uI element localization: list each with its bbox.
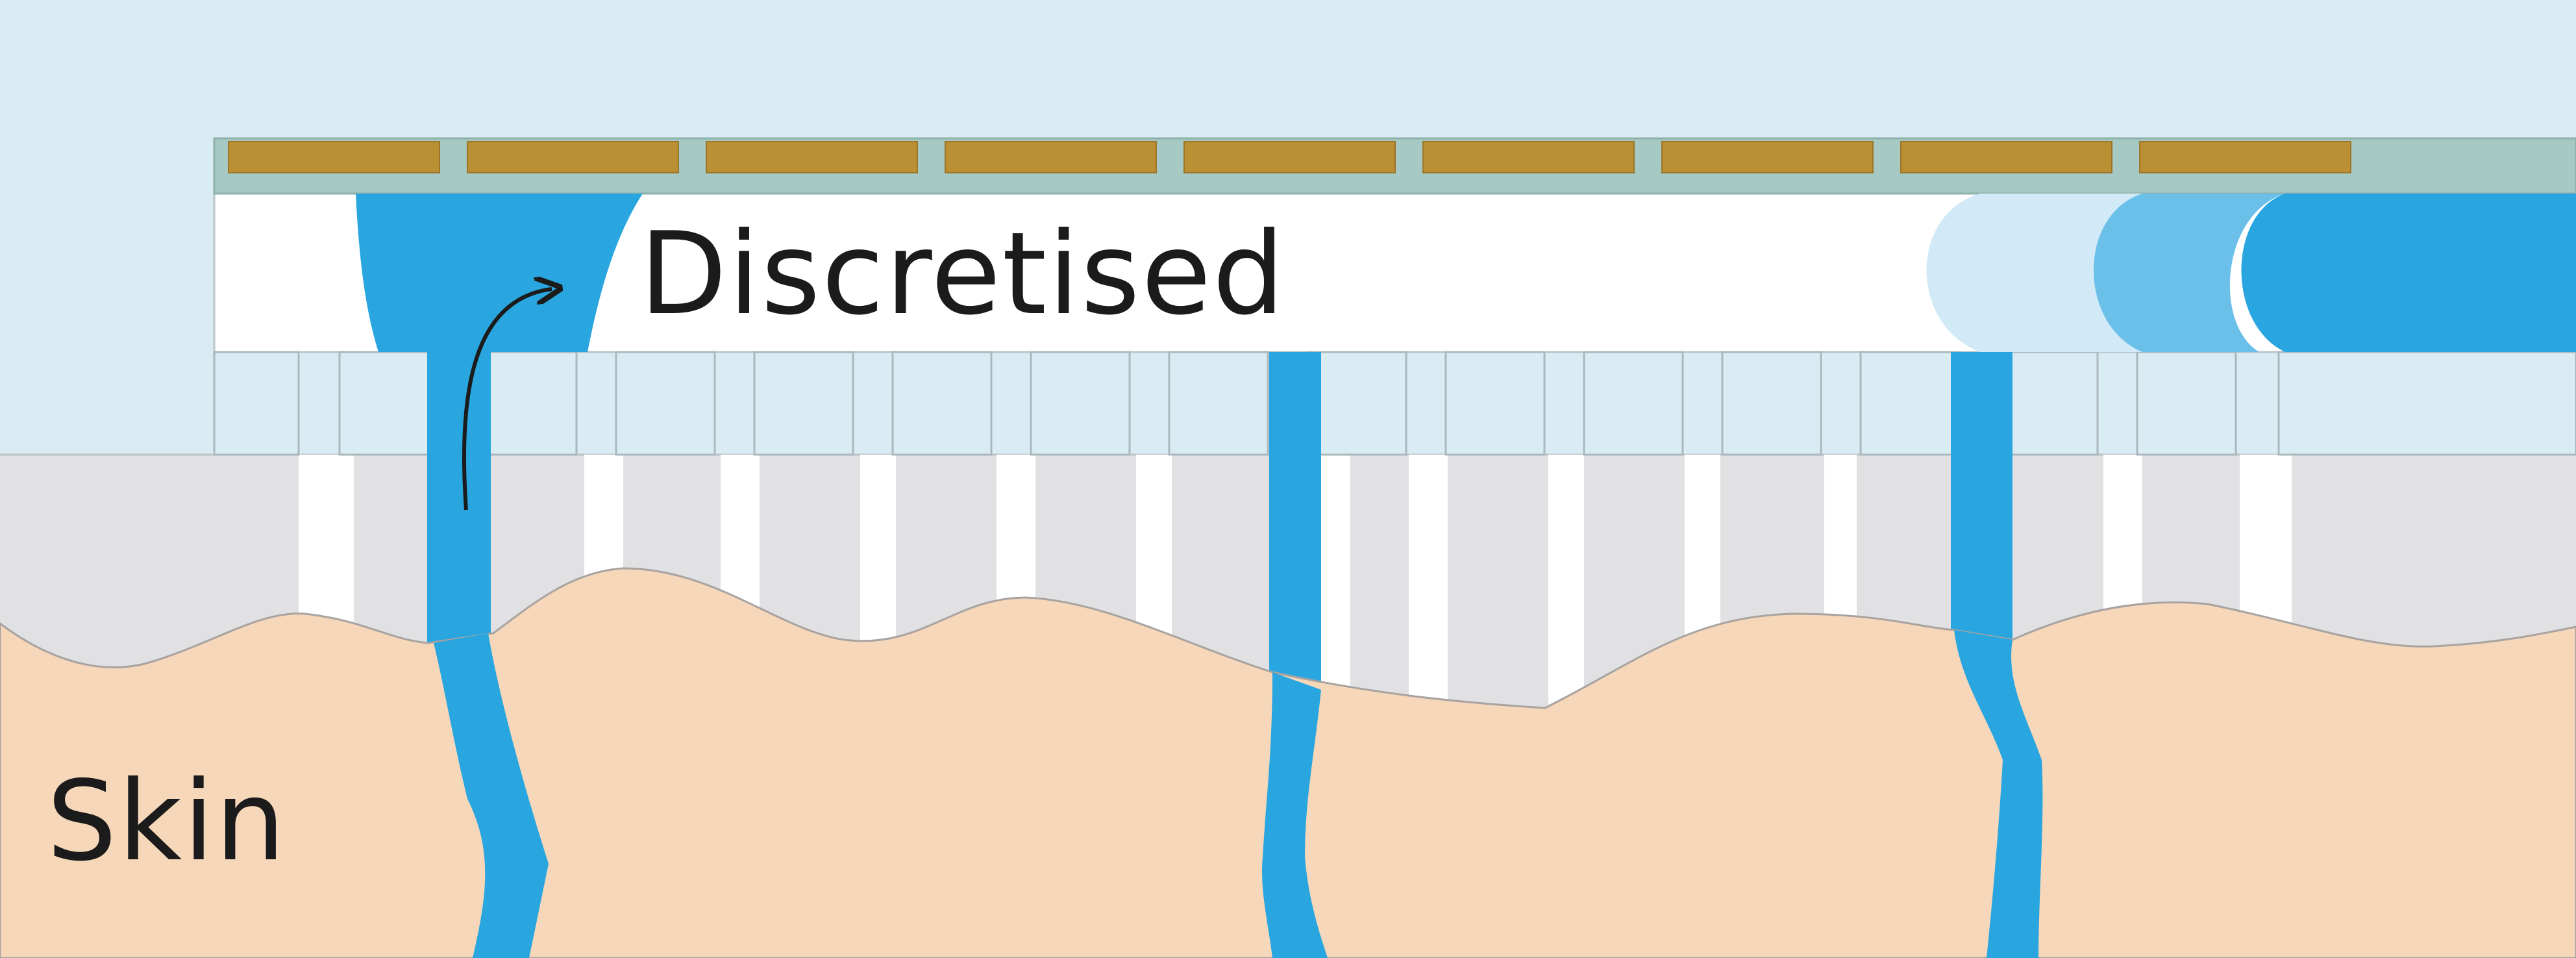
fluid-crack-1: [434, 633, 549, 958]
fluid-crack-3: [1954, 630, 2043, 958]
pillar-head: [2136, 351, 2237, 456]
electrode-array: [228, 141, 2351, 173]
pillar-head: [891, 351, 993, 456]
pillar-head: [1306, 351, 1407, 456]
curved-arrow-icon: [462, 289, 552, 511]
fluid-channel-3: [1951, 352, 2012, 651]
skin-label: Skin: [47, 757, 287, 886]
electrode: [706, 141, 918, 173]
pillar-head: [1859, 351, 1961, 456]
needle-gap: [1548, 455, 1584, 727]
droplet-medium: [2094, 194, 2285, 352]
pillar-head: [1721, 351, 1822, 456]
electrode: [1422, 141, 1635, 173]
droplet-full: [2241, 194, 2576, 352]
fluid-reservoir-left: [356, 194, 643, 352]
discretised-label: Discretised: [639, 208, 1286, 340]
fluid-channel-2: [1269, 352, 1321, 690]
electrode: [2139, 141, 2351, 173]
electrode: [945, 141, 1157, 173]
electrode: [1661, 141, 1874, 173]
electrode: [1900, 141, 2112, 173]
pillar-head: [2277, 351, 2576, 456]
pillar-head: [1168, 351, 1269, 456]
electrode: [467, 141, 679, 173]
pillar-head: [1998, 351, 2099, 456]
pillar-head: [338, 351, 440, 456]
needle-gap: [1409, 455, 1448, 727]
pillar-head: [1583, 351, 1684, 456]
pillar-head: [1030, 351, 1131, 456]
electrode: [228, 141, 440, 173]
electrode: [1183, 141, 1396, 173]
fluid-channel-1: [427, 352, 491, 651]
pillar-head: [1444, 351, 1546, 456]
pillar-head: [477, 351, 578, 456]
pillar-head: [615, 351, 716, 456]
fluid-crack-2: [1261, 672, 1328, 958]
pillar-head: [753, 351, 854, 456]
pillar-head: [213, 351, 300, 456]
